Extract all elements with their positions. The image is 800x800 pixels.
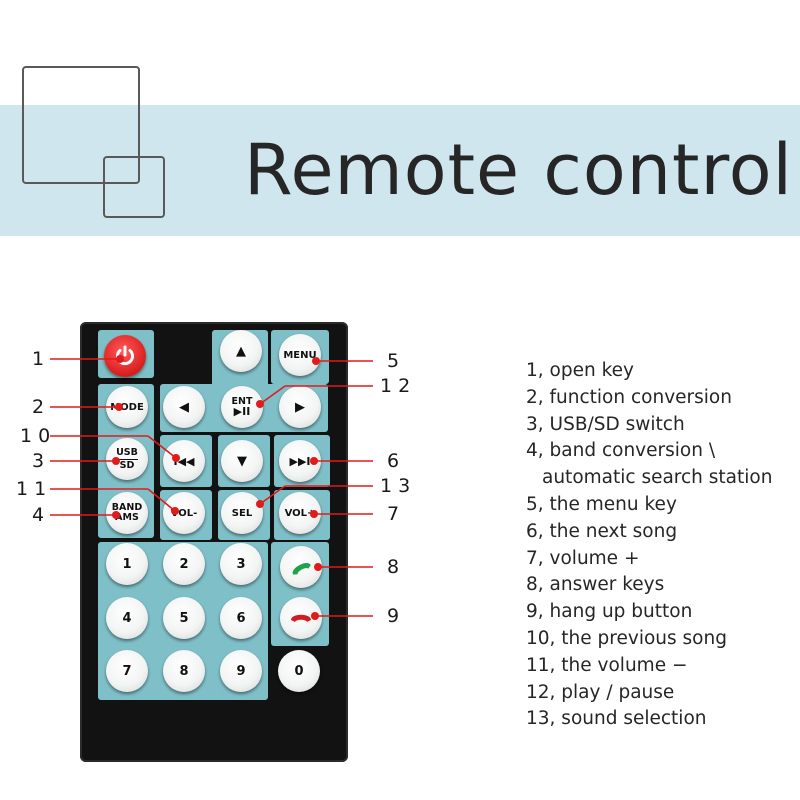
legend-item: 1, open key bbox=[526, 360, 634, 381]
legend-item: 5, the menu key bbox=[526, 493, 677, 515]
usb-label: USB bbox=[116, 446, 138, 460]
sel-button[interactable]: SEL bbox=[221, 492, 263, 534]
decor-square-large bbox=[22, 66, 140, 184]
left-button[interactable]: ◀ bbox=[163, 386, 205, 428]
digit-6-button[interactable]: 6 bbox=[220, 597, 262, 639]
digit-8-button[interactable]: 8 bbox=[163, 650, 205, 692]
play-pause-icon: ▶II bbox=[233, 405, 251, 418]
legend-item: 6, the next song bbox=[526, 520, 678, 542]
marker-10 bbox=[172, 454, 180, 462]
callout-2: 2 bbox=[32, 396, 45, 418]
marker-2 bbox=[115, 403, 123, 411]
legend-item: 9, hang up button bbox=[526, 601, 693, 623]
leader-line-10b bbox=[147, 435, 177, 459]
callout-6: 6 bbox=[387, 450, 400, 472]
callout-11: 1 1 bbox=[16, 478, 47, 500]
marker-6 bbox=[310, 457, 318, 465]
power-icon bbox=[116, 345, 134, 366]
legend-item: 13, sound selection bbox=[526, 708, 707, 730]
callout-5: 5 bbox=[387, 350, 400, 372]
callout-12: 1 2 bbox=[380, 375, 411, 397]
digit-1-button[interactable]: 1 bbox=[106, 543, 148, 585]
legend-item: automatic search station bbox=[542, 467, 773, 489]
down-button[interactable]: ▼ bbox=[221, 440, 263, 482]
page-title: Remote control bbox=[244, 129, 793, 211]
digit-9-button[interactable]: 9 bbox=[220, 650, 262, 692]
volume-down-button[interactable]: VOL- bbox=[163, 492, 205, 534]
decor-square-small bbox=[103, 156, 165, 218]
marker-5 bbox=[312, 357, 320, 365]
legend-item: 2, function conversion bbox=[526, 386, 732, 408]
callout-10: 1 0 bbox=[20, 425, 51, 447]
legend-item: 3, USB/SD switch bbox=[526, 413, 685, 435]
marker-7 bbox=[310, 510, 318, 518]
marker-12 bbox=[256, 400, 264, 408]
marker-9 bbox=[311, 612, 319, 620]
marker-1 bbox=[116, 355, 124, 363]
leader-line-13 bbox=[259, 485, 286, 505]
title-banner bbox=[0, 105, 800, 236]
ent-label: ENT bbox=[231, 396, 253, 407]
legend-item: 10, the previous song bbox=[526, 627, 727, 649]
legend-item: 4, band conversion \ bbox=[526, 440, 716, 462]
digit-4-button[interactable]: 4 bbox=[106, 597, 148, 639]
sd-label: SD bbox=[119, 459, 135, 471]
legend-item: 12, play / pause bbox=[526, 681, 675, 703]
band-label: BAND bbox=[111, 502, 143, 513]
callout-13: 1 3 bbox=[380, 475, 411, 497]
phone-hangup-icon bbox=[291, 614, 311, 622]
legend-item: 7, volume + bbox=[526, 547, 640, 569]
digit-2-button[interactable]: 2 bbox=[163, 543, 205, 585]
digit-5-button[interactable]: 5 bbox=[163, 597, 205, 639]
next-icon: ▶▶I bbox=[289, 454, 311, 468]
digit-7-button[interactable]: 7 bbox=[106, 650, 148, 692]
callout-8: 8 bbox=[387, 556, 400, 578]
digit-0-button[interactable]: 0 bbox=[278, 650, 320, 692]
marker-3 bbox=[112, 457, 120, 465]
ams-label: AMS bbox=[115, 512, 139, 523]
marker-13 bbox=[256, 500, 264, 508]
digit-3-button[interactable]: 3 bbox=[220, 543, 262, 585]
marker-4 bbox=[112, 511, 120, 519]
legend-item: 8, answer keys bbox=[526, 574, 665, 596]
previous-song-button[interactable]: I◀◀ bbox=[163, 440, 205, 482]
right-button[interactable]: ▶ bbox=[279, 386, 321, 428]
callout-1: 1 bbox=[32, 348, 45, 370]
up-button[interactable]: ▲ bbox=[220, 330, 262, 372]
leader-line-11b bbox=[147, 488, 176, 512]
leader-line-12 bbox=[259, 385, 286, 405]
phone-answer-icon bbox=[292, 563, 311, 575]
legend-list: 1, open key 2, function conversion 3, US… bbox=[526, 358, 772, 733]
power-button[interactable] bbox=[104, 335, 146, 377]
ent-play-pause-button[interactable]: ENT▶II bbox=[221, 386, 263, 428]
menu-button[interactable]: MENU bbox=[279, 334, 321, 376]
callout-4: 4 bbox=[32, 504, 45, 526]
marker-11 bbox=[171, 507, 179, 515]
previous-icon: I◀◀ bbox=[173, 454, 195, 468]
callout-7: 7 bbox=[387, 503, 400, 525]
callout-3: 3 bbox=[32, 450, 45, 472]
legend-item: 11, the volume − bbox=[526, 654, 688, 676]
marker-8 bbox=[314, 563, 322, 571]
callout-9: 9 bbox=[387, 605, 400, 627]
